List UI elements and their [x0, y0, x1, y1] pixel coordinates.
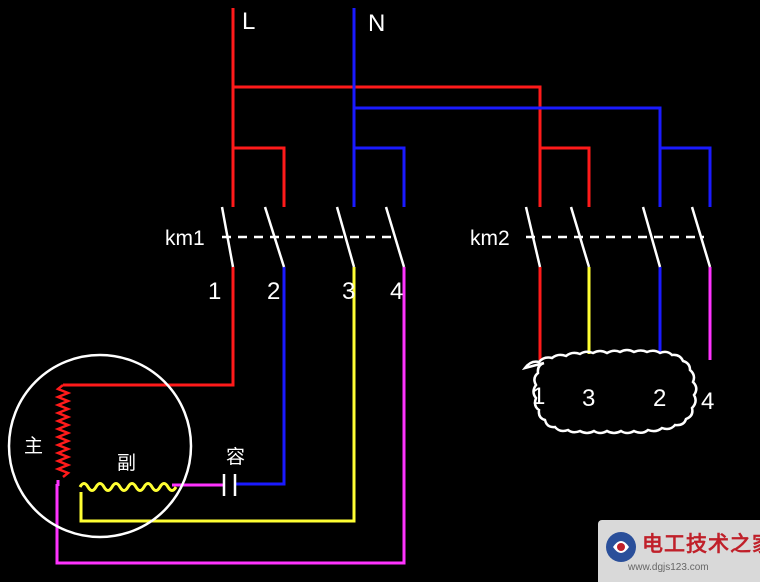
logo-icon — [606, 532, 636, 562]
connector-block — [521, 348, 698, 435]
neutral-wires — [236, 8, 712, 486]
km1-contacts — [220, 206, 406, 268]
label-N: N — [368, 10, 385, 37]
km2-terminal-2: 2 — [653, 385, 666, 412]
label-L: L — [242, 8, 255, 35]
capacitor-symbol — [222, 474, 237, 496]
label-main-winding: 主 — [24, 435, 43, 457]
km1-terminal-1: 1 — [208, 278, 221, 305]
watermark-title: 电工技术之家 — [642, 532, 760, 556]
km2-terminal-1: 1 — [532, 383, 545, 410]
magenta-wires — [55, 267, 712, 565]
label-aux-winding: 副 — [117, 452, 136, 474]
yellow-wires — [79, 267, 591, 523]
km1-terminal-2: 2 — [267, 278, 280, 305]
aux-winding-coil — [78, 482, 178, 492]
km2-contacts — [524, 206, 712, 268]
main-winding-coil — [54, 384, 72, 478]
motor-circle — [7, 353, 193, 539]
watermark: 电工技术之家 www.dgjs123.com — [598, 520, 760, 582]
label-km1: km1 — [165, 227, 205, 250]
km2-terminal-3: 3 — [582, 385, 595, 412]
label-km2: km2 — [470, 227, 510, 250]
watermark-url: www.dgjs123.com — [628, 562, 709, 573]
km1-terminal-4: 4 — [390, 278, 403, 305]
live-wires — [63, 8, 591, 387]
label-capacitor: 容 — [226, 446, 245, 468]
km1-terminal-3: 3 — [342, 278, 355, 305]
km2-terminal-4: 4 — [701, 388, 714, 415]
